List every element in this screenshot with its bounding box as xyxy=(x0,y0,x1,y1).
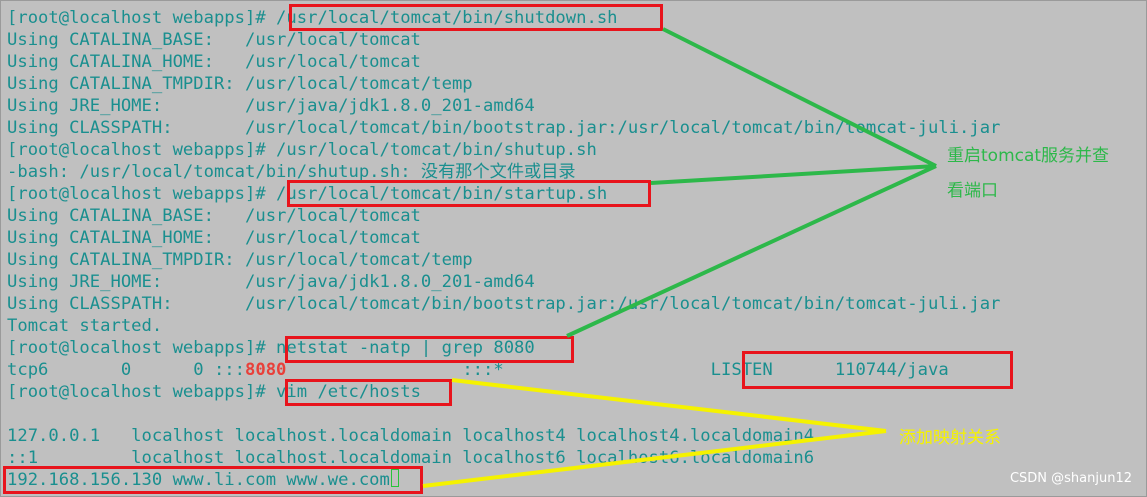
terminal-line: ::1 localhost localhost.localdomain loca… xyxy=(7,447,814,469)
terminal-text: Using CATALINA_BASE: /usr/local/tomcat xyxy=(7,206,421,226)
terminal-line: Using CATALINA_HOME: /usr/local/tomcat xyxy=(7,227,421,249)
green-arrow-netstat xyxy=(566,164,937,338)
terminal-text: Using CLASSPATH: /usr/local/tomcat/bin/b… xyxy=(7,118,1001,138)
terminal-cursor xyxy=(390,469,399,487)
terminal-text: Using CATALINA_HOME: /usr/local/tomcat xyxy=(7,228,421,248)
terminal-text: Using CATALINA_BASE: /usr/local/tomcat xyxy=(7,30,421,50)
green-arrow-shutdown xyxy=(662,27,937,168)
terminal-text: Using CATALINA_TMPDIR: /usr/local/tomcat… xyxy=(7,250,473,270)
terminal-text: tcp6 0 0 ::: xyxy=(7,360,245,380)
terminal-text: :::* LISTEN 110744/java xyxy=(286,360,949,380)
terminal-text: Using CLASSPATH: /usr/local/tomcat/bin/b… xyxy=(7,294,1001,314)
terminal-line: Using JRE_HOME: /usr/java/jdk1.8.0_201-a… xyxy=(7,271,535,293)
yellow-arrow-vim xyxy=(451,378,887,433)
terminal-text: /usr/local/tomcat/bin/startup.sh xyxy=(276,184,608,204)
terminal-text: /usr/local/tomcat/bin/shutdown.sh xyxy=(276,8,618,28)
mapping-note: 添加映射关系 xyxy=(899,428,1001,448)
terminal-text: Using JRE_HOME: /usr/java/jdk1.8.0_201-a… xyxy=(7,272,535,292)
terminal-line: Using JRE_HOME: /usr/java/jdk1.8.0_201-a… xyxy=(7,95,535,117)
terminal-text: netstat -natp | grep 8080 xyxy=(265,338,535,358)
terminal-text: 192.168.156.130 www.li.com www.we.com xyxy=(7,470,390,490)
terminal-text: [root@localhost webapps]# xyxy=(7,8,277,28)
terminal-text: Using CATALINA_TMPDIR: /usr/local/tomcat… xyxy=(7,74,473,94)
terminal-line: [root@localhost webapps]# vim /etc/hosts xyxy=(7,381,421,403)
terminal-text: ::1 localhost localhost.localdomain loca… xyxy=(7,448,815,468)
terminal-text: Using CATALINA_HOME: /usr/local/tomcat xyxy=(7,52,421,72)
terminal-line: Using CLASSPATH: /usr/local/tomcat/bin/b… xyxy=(7,117,1000,139)
terminal-text: [root@localhost webapps]# xyxy=(7,382,266,402)
terminal-text: -bash: /usr/local/tomcat/bin/shutup.sh: … xyxy=(7,162,576,182)
terminal-line: 127.0.0.1 localhost localhost.localdomai… xyxy=(7,425,814,447)
terminal-text: Tomcat started. xyxy=(7,316,163,336)
restart-note-line1: 重启tomcat服务并查 xyxy=(947,146,1110,166)
terminal-line: Using CATALINA_HOME: /usr/local/tomcat xyxy=(7,51,421,73)
restart-note-line2: 看端口 xyxy=(947,181,998,201)
terminal-line: 192.168.156.130 www.li.com www.we.com xyxy=(7,469,399,491)
terminal-text: 127.0.0.1 localhost localhost.localdomai… xyxy=(7,426,815,446)
terminal-line: Using CATALINA_BASE: /usr/local/tomcat xyxy=(7,29,421,51)
port-number: 8080 xyxy=(245,360,287,380)
terminal-line: Using CLASSPATH: /usr/local/tomcat/bin/b… xyxy=(7,293,1000,315)
terminal-line: Using CATALINA_TMPDIR: /usr/local/tomcat… xyxy=(7,249,473,271)
terminal-line: Using CATALINA_BASE: /usr/local/tomcat xyxy=(7,205,421,227)
terminal-text: Using JRE_HOME: /usr/java/jdk1.8.0_201-a… xyxy=(7,96,535,116)
green-arrow-startup xyxy=(650,164,937,185)
watermark: CSDN @shanjun12 xyxy=(1009,471,1132,486)
terminal-line: Tomcat started. xyxy=(7,315,162,337)
terminal-text: vim /etc/hosts xyxy=(265,382,421,402)
terminal-text: [root@localhost webapps]# xyxy=(7,338,266,358)
terminal-text: [root@localhost webapps]# xyxy=(7,184,277,204)
terminal-line: Using CATALINA_TMPDIR: /usr/local/tomcat… xyxy=(7,73,473,95)
terminal-line: [root@localhost webapps]# netstat -natp … xyxy=(7,337,535,359)
terminal-line: [root@localhost webapps]# /usr/local/tom… xyxy=(7,7,618,29)
terminal-line: tcp6 0 0 :::8080 :::* LISTEN 110744/java xyxy=(7,359,949,381)
terminal-line: [root@localhost webapps]# /usr/local/tom… xyxy=(7,139,597,161)
terminal-line: -bash: /usr/local/tomcat/bin/shutup.sh: … xyxy=(7,161,576,183)
terminal-text: [root@localhost webapps]# /usr/local/tom… xyxy=(7,140,597,160)
terminal-line: [root@localhost webapps]# /usr/local/tom… xyxy=(7,183,607,205)
yellow-arrow-hosts xyxy=(422,429,887,488)
